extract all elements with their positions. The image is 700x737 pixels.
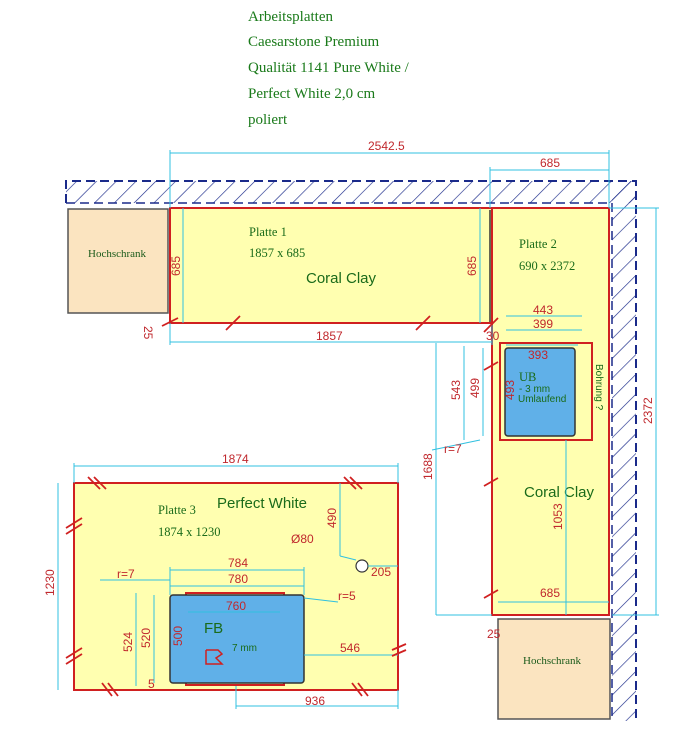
dim-p1-right-h: 685 [465,256,479,276]
sink-sub-1: - 3 mm [519,384,550,395]
dim-p2-offset: 25 [487,627,501,641]
plate-1-size: 1857 x 685 [249,246,305,260]
plate-1-material: Coral Clay [306,270,377,287]
tap-hole [355,559,369,573]
plate-3-material: Perfect White [217,495,307,512]
cooktop-label: FB [204,620,223,637]
dim-p1-bottom: 1857 [316,329,343,343]
plate-3-name: Platte 3 [158,503,196,517]
plate-1-name: Platte 1 [249,225,287,239]
dim-p2-1053: 1053 [551,503,565,530]
plate-2-material: Coral Clay [524,484,595,501]
plate-2-size: 690 x 2372 [519,259,575,273]
tall-cabinet-right [497,618,611,720]
cooktop-notch [205,649,224,665]
dim-p1-offset: 25 [141,326,155,340]
header-line-5: poliert [248,112,288,128]
dim-sink-543: 543 [449,380,463,400]
cooktop [169,594,305,684]
dimension-lines [57,150,659,709]
header-line-2: Caesarstone Premium [248,34,380,50]
dim-p3-height: 1230 [43,569,57,596]
tall-cabinet-left [67,208,169,314]
sink-cutout [499,342,593,441]
dim-cooktop-5: 5 [148,677,155,691]
dim-hole-205: 205 [371,565,391,579]
dim-sink-radius: r=7 [444,442,462,456]
dim-p2-height: 2372 [641,397,655,424]
plate-2-name: Platte 2 [519,237,557,251]
wall-hatching [65,180,637,721]
cut-marks [65,315,499,697]
plate-3-size: 1874 x 1230 [158,525,221,539]
dim-sink-499: 499 [468,378,482,398]
tall-cabinet-left-label: Hochschrank [88,248,147,260]
sink-sub-2: Umlaufend [518,394,566,405]
tall-cabinet-right-label: Hochschrank [523,655,582,667]
header-line-4: Perfect White 2,0 cm [248,86,376,102]
dim-cooktop-524: 524 [121,632,135,652]
dim-p3-width: 1874 [222,452,249,466]
dim-cooktop-780: 780 [228,572,248,586]
dim-cooktop-520: 520 [139,628,153,648]
dim-cooktop-500: 500 [171,626,185,646]
dim-sink-393: 393 [528,348,548,362]
header-line-3: Qualität 1141 Pure White / [248,60,410,76]
dim-offset-30: 30 [486,329,500,343]
header-line-1: Arbeitsplatten [248,9,333,25]
dim-cooktop-936: 936 [305,694,325,708]
dim-cooktop-760: 760 [226,599,246,613]
plate-1 [169,207,493,324]
dim-cooktop-r7: r=7 [117,567,135,581]
dim-sink-443: 443 [533,303,553,317]
dim-p1-left-h: 685 [169,256,183,276]
dim-p2-bottom: 685 [540,586,560,600]
dim-p2-1688: 1688 [421,453,435,480]
dim-hole-diameter: Ø80 [291,532,314,546]
undermount-sink [504,347,576,437]
dim-sink-493: 493 [503,380,517,400]
dim-cooktop-546: 546 [340,641,360,655]
dim-p2-top: 685 [540,156,560,170]
sink-label: UB [519,370,536,384]
cooktop-note: 7 mm [232,643,257,654]
dim-sink-399: 399 [533,317,553,331]
dim-hole-490: 490 [325,508,339,528]
dim-cooktop-r5: r=5 [338,589,356,603]
material-header: Arbeitsplatten Caesarstone Premium Quali… [248,9,410,128]
dim-cooktop-784: 784 [228,556,248,570]
dim-total-width: 2542.5 [368,139,405,153]
bore-note: Bohrung ? [593,364,604,411]
